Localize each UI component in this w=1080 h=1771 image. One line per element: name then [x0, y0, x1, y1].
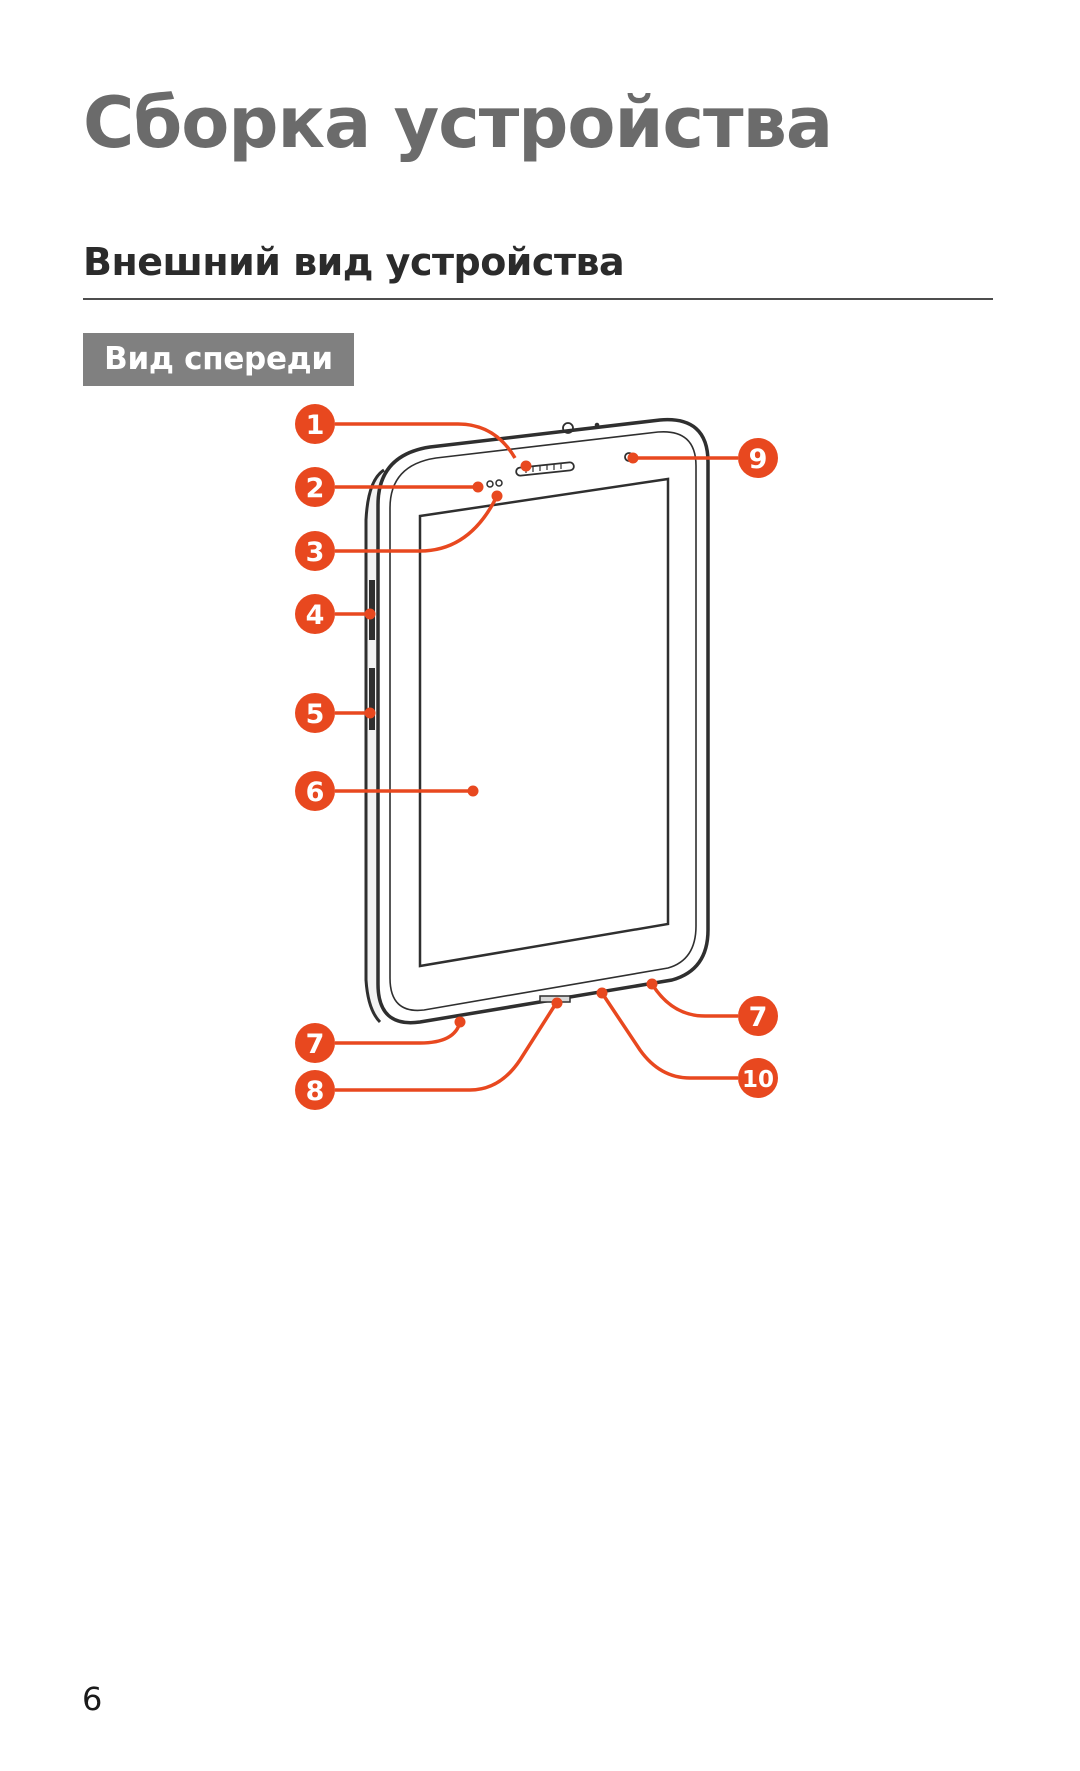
endpoint-3 [491, 490, 503, 502]
callout-number: 3 [306, 537, 325, 568]
callout-number: 10 [742, 1067, 774, 1093]
callout-number: 7 [749, 1002, 768, 1033]
callout-number: 6 [306, 777, 325, 808]
callout-badge-7-right: 7 [738, 996, 778, 1036]
callout-badge-9: 9 [738, 438, 778, 478]
callout-badge-4: 4 [295, 594, 335, 634]
endpoint-2 [472, 481, 484, 493]
headset-jack [562, 422, 574, 434]
callout-badge-10: 10 [738, 1058, 778, 1098]
page-title: Сборка устройства [83, 82, 833, 164]
callout-number: 2 [306, 473, 325, 504]
endpoint-10 [596, 987, 608, 999]
callout-badge-8: 8 [295, 1070, 335, 1110]
leader-line-8 [335, 1004, 557, 1092]
callout-number: 7 [306, 1029, 325, 1060]
callout-badges: 1 2 3 4 5 6 7 8 [295, 404, 778, 1110]
callout-number: 8 [306, 1076, 325, 1107]
light-sensor [486, 480, 494, 488]
callout-number: 1 [306, 410, 325, 441]
top-mic [594, 422, 600, 428]
subheading-tab: Вид спереди [83, 333, 354, 386]
leader-line-1 [335, 422, 517, 459]
endpoint-6 [467, 785, 479, 797]
endpoint-9 [627, 452, 639, 464]
callout-number: 9 [749, 444, 768, 475]
leader-line-7-left [335, 1021, 462, 1045]
endpoint-4 [364, 608, 376, 620]
callout-number: 4 [306, 600, 325, 631]
callout-badge-2: 2 [295, 467, 335, 507]
tablet-illustration [364, 417, 710, 1025]
endpoint-5 [364, 707, 376, 719]
callout-badge-5: 5 [295, 693, 335, 733]
callout-number: 5 [306, 699, 325, 730]
endpoint-7-right [646, 978, 658, 990]
proximity-sensor [495, 479, 503, 487]
callout-badge-6: 6 [295, 771, 335, 811]
callout-badge-7-left: 7 [295, 1023, 335, 1063]
leader-line-3 [335, 495, 499, 553]
page-number: 6 [82, 1680, 103, 1718]
endpoint-7-left [454, 1016, 466, 1028]
callout-badge-1: 1 [295, 404, 335, 444]
section-rule [83, 298, 993, 300]
speaker-grille [515, 461, 575, 477]
endpoint-8 [551, 997, 563, 1009]
callout-endpoints [364, 452, 658, 1028]
callout-badge-3: 3 [295, 531, 335, 571]
leader-line-7-right [650, 983, 738, 1018]
endpoint-1 [520, 460, 532, 472]
leader-line-10 [600, 992, 738, 1080]
section-heading: Внешний вид устройства [83, 240, 625, 284]
tablet-screen [418, 477, 670, 968]
